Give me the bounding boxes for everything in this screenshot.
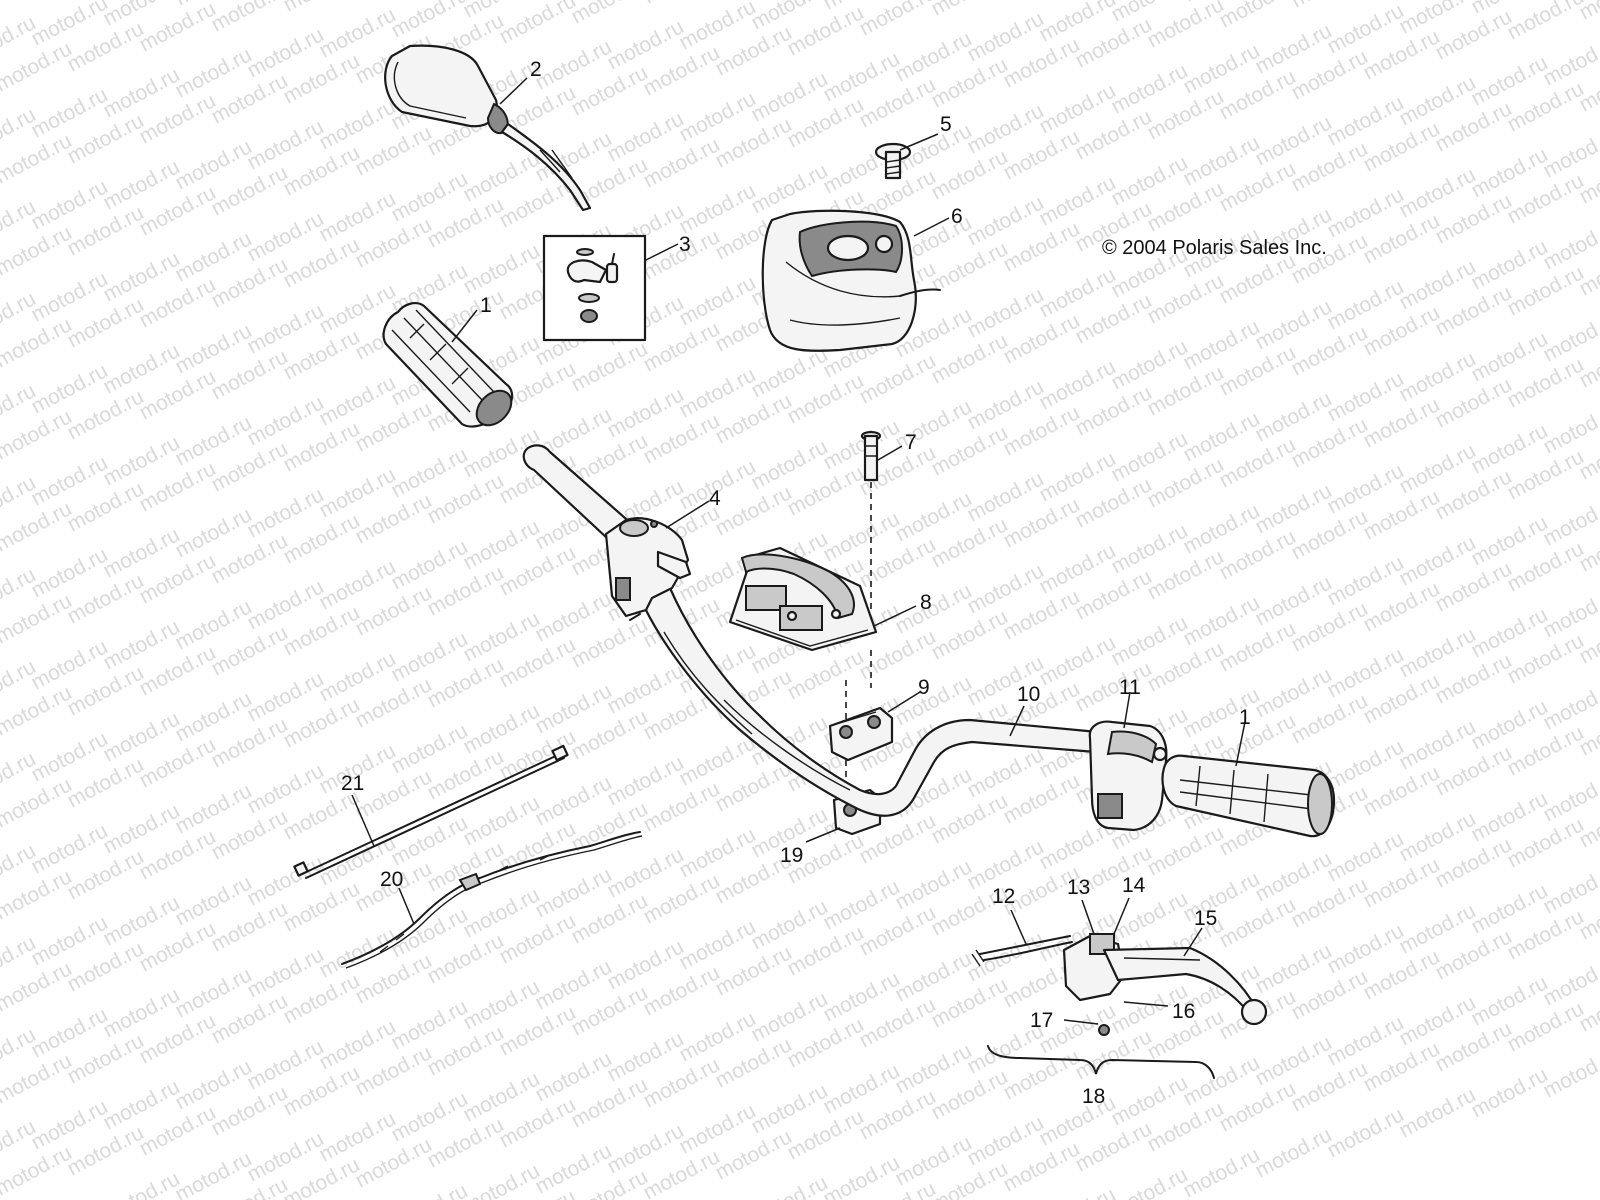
watermark-text: motod.ru — [1288, 0, 1372, 12]
watermark-text: motod.ru — [928, 0, 1012, 20]
watermark-text: motod.ru — [280, 0, 364, 16]
watermark-text: motod.ru — [100, 1167, 184, 1200]
bolt-part-5 — [874, 142, 912, 180]
copyright-notice: © 2004 Polaris Sales Inc. — [1102, 237, 1327, 259]
callout-20: 20 — [380, 868, 403, 891]
callout-1-left: 1 — [480, 294, 492, 317]
callout-6: 6 — [951, 205, 963, 228]
callout-19: 19 — [780, 844, 803, 867]
watermark-text: motod.ru — [1396, 1083, 1480, 1142]
watermark-text: motod.ru — [820, 1151, 904, 1200]
callout-16: 16 — [1172, 1000, 1195, 1023]
grip-part-right — [1161, 754, 1336, 838]
grip-part-left — [382, 302, 514, 428]
leader-lines — [351, 77, 1246, 1025]
callout-9: 9 — [918, 676, 930, 699]
callout-21: 21 — [341, 772, 364, 795]
watermark-text: motod.ru — [1216, 0, 1300, 32]
callout-14: 14 — [1122, 874, 1146, 897]
callout-3: 3 — [679, 233, 691, 256]
watermark-text: motod.ru — [1036, 1183, 1120, 1200]
watermark-text: motod.ru — [1468, 1063, 1552, 1122]
callout-17: 17 — [1030, 1009, 1053, 1032]
callout-4: 4 — [709, 487, 721, 510]
watermark-text: motod.ru — [172, 1147, 256, 1200]
callout-13: 13 — [1067, 876, 1090, 899]
callout-1-right: 1 — [1239, 706, 1251, 729]
callout-8: 8 — [920, 591, 932, 614]
callout-2: 2 — [530, 58, 542, 81]
watermark-text: motod.ru — [568, 0, 652, 28]
callout-10: 10 — [1017, 683, 1040, 706]
switch-housing-part — [1088, 720, 1168, 832]
watermark-text: motod.ru — [0, 1161, 4, 1200]
watermark-text: motod.ru — [208, 0, 292, 36]
watermark-text: motod.ru — [856, 0, 940, 40]
brake-lever-assembly — [971, 933, 1268, 1036]
watermark-text: motod.ru — [1144, 0, 1228, 52]
watermark-text: motod.ru — [388, 1179, 472, 1200]
lower-clamp-part — [828, 706, 894, 762]
watermark-text: motod.ru — [0, 0, 76, 4]
watermark-text: motod.ru — [1180, 1143, 1264, 1200]
bolt-part-7 — [860, 430, 882, 610]
callout-5: 5 — [940, 113, 952, 136]
assembly-brace-18 — [987, 1045, 1215, 1079]
watermark-text: motod.ru — [640, 0, 724, 8]
watermark-text: motod.ru — [1540, 1043, 1600, 1102]
watermark-text: motod.ru — [496, 0, 580, 48]
watermark-text: motod.ru — [748, 1171, 832, 1200]
watermark-text: motod.ru — [1252, 1123, 1336, 1182]
hardware-kit-part — [542, 234, 647, 342]
watermark-text: motod.ru — [1504, 0, 1588, 44]
callout-7: 7 — [905, 431, 917, 454]
callout-labels: 2 3 1 4 5 6 7 8 9 10 11 1 19 21 20 12 13… — [341, 58, 1251, 1108]
watermark-text: motod.ru — [1324, 1103, 1408, 1162]
watermark-text: motod.ru — [1576, 0, 1600, 24]
mirror-part — [384, 44, 592, 212]
watermark-text: motod.ru — [460, 1159, 544, 1200]
throttle-housing-part — [604, 517, 692, 621]
callout-11: 11 — [1119, 676, 1141, 699]
callout-12: 12 — [992, 885, 1015, 908]
cable-part-21 — [293, 744, 569, 879]
callout-18: 18 — [1082, 1085, 1105, 1108]
handlebar-cover-part — [761, 209, 941, 352]
wire-part-20 — [341, 831, 643, 969]
clamp-bracket-part — [728, 546, 878, 652]
callout-15: 15 — [1194, 907, 1217, 930]
